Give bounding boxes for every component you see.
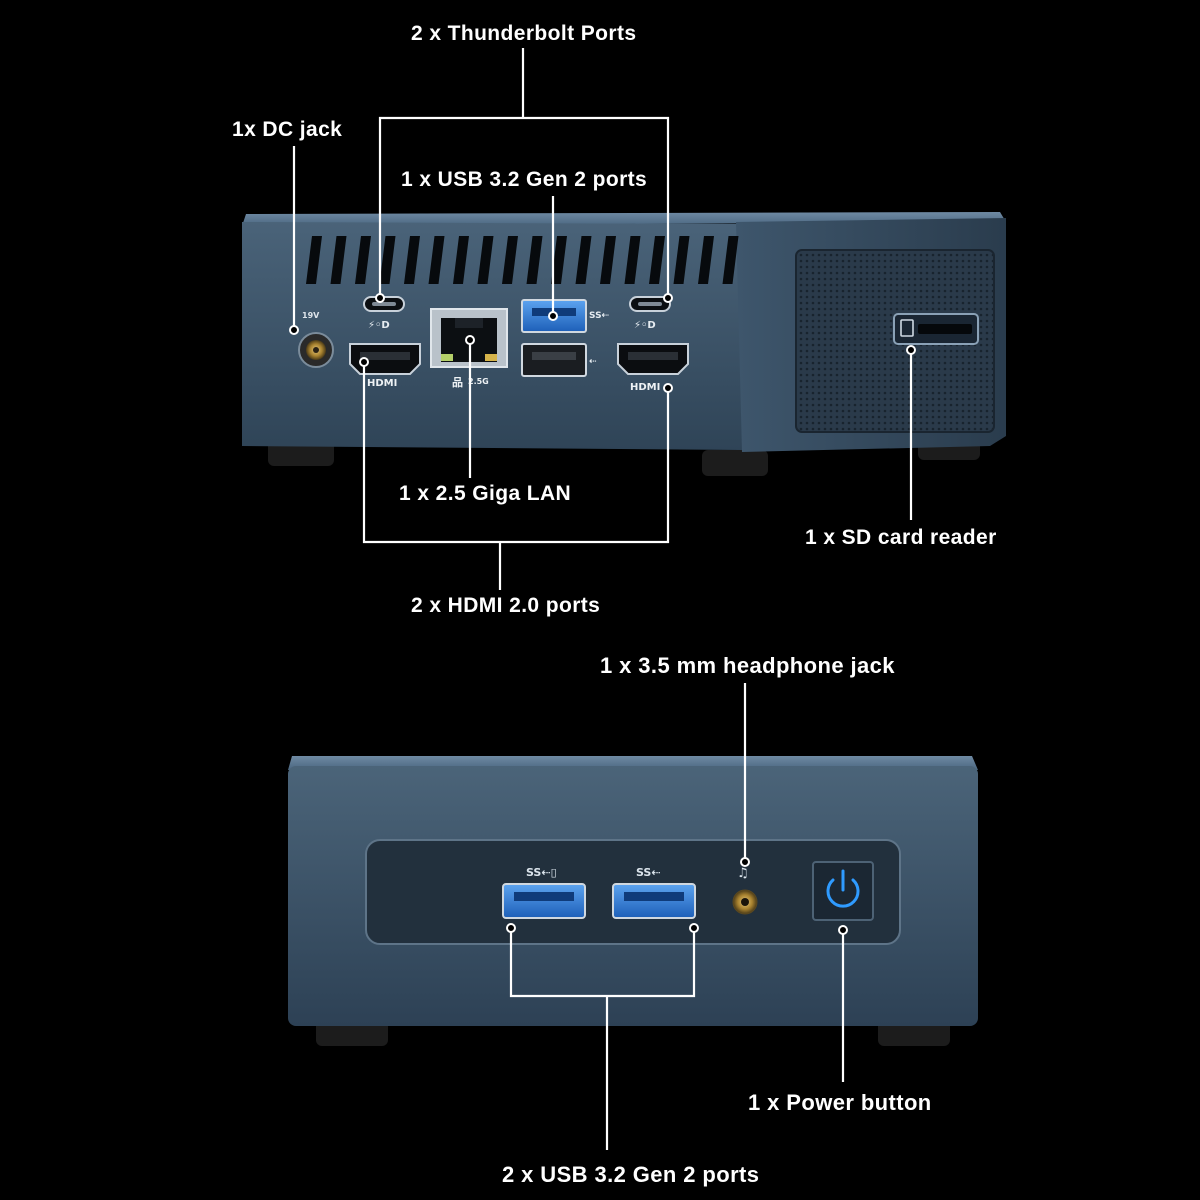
usb-a-port-icon[interactable]: SS⇠	[612, 866, 696, 919]
vent-slot	[355, 236, 371, 284]
lan-speed-marking: 2.5G	[468, 377, 489, 386]
svg-text:♫: ♫	[737, 866, 749, 881]
svg-text:SS⇠▯: SS⇠▯	[526, 866, 557, 879]
vent-slot	[502, 236, 518, 284]
vent-slot	[575, 236, 592, 284]
vent-slot	[649, 236, 665, 284]
svg-text:品: 品	[452, 376, 463, 389]
power-label: 1 x Power button	[748, 1090, 932, 1115]
hdmi-right-marking: HDMI	[630, 382, 660, 393]
headphone-icon[interactable]: ♫	[732, 866, 758, 915]
front-foot	[878, 1020, 950, 1046]
power-icon[interactable]	[812, 861, 874, 921]
vent-slot	[698, 236, 714, 284]
vent-slot	[379, 236, 396, 284]
sd-reader-label: 1 x SD card reader	[805, 526, 997, 549]
svg-text:⇠: ⇠	[589, 357, 597, 367]
callout-lines	[292, 48, 913, 1150]
dc-jack-label: 1x DC jack	[232, 118, 343, 141]
vent-slot	[477, 236, 494, 284]
vent-slot	[428, 236, 445, 284]
hdmi-left-marking: HDMI	[367, 378, 397, 389]
svg-text:SS⇠: SS⇠	[589, 311, 609, 321]
front-mini-pc: SS⇠▯ SS⇠ ♫	[288, 756, 978, 1046]
vent-slot	[526, 236, 543, 284]
callout-dots	[289, 293, 916, 935]
vent-slot	[404, 236, 420, 284]
hdmi-port-icon[interactable]	[617, 343, 689, 375]
thunderbolt-port-icon[interactable]: ⚡◦D	[363, 296, 405, 331]
headphone-label: 1 x 3.5 mm headphone jack	[600, 653, 895, 678]
usb-front-label: 2 x USB 3.2 Gen 2 ports	[502, 1162, 760, 1187]
lan-label: 1 x 2.5 Giga LAN	[399, 482, 572, 505]
front-foot	[316, 1020, 388, 1046]
usb-a-port-icon[interactable]: SS⇠▯	[502, 866, 586, 919]
vent-slot	[306, 236, 322, 284]
vent-slot	[722, 236, 739, 284]
thunderbolt-label: 2 x Thunderbolt Ports	[411, 22, 637, 45]
svg-text:SS⇠: SS⇠	[636, 866, 661, 879]
hdmi-port-icon[interactable]	[349, 343, 421, 375]
rear-vent-grille	[306, 236, 739, 284]
vent-slot	[673, 236, 690, 284]
usb-rear-label: 1 x USB 3.2 Gen 2 ports	[401, 168, 648, 191]
svg-text:⚡◦D: ⚡◦D	[368, 320, 390, 331]
vent-slot	[600, 236, 616, 284]
vent-slot	[551, 236, 567, 284]
sd-card-slot-icon[interactable]	[893, 313, 979, 345]
hdmi-label: 2 x HDMI 2.0 ports	[411, 594, 601, 617]
rear-mini-pc: 19V ⚡◦D HDMI 品 2.5G SS⇠	[242, 212, 1006, 476]
svg-text:⚡◦D: ⚡◦D	[634, 320, 656, 331]
thunderbolt-port-icon[interactable]: ⚡◦D	[629, 296, 671, 331]
rear-foot	[702, 450, 768, 476]
vent-slot	[330, 236, 347, 284]
usb-a-port-icon[interactable]: ⇠	[521, 343, 597, 377]
vent-slot	[624, 236, 641, 284]
vent-slot	[453, 236, 469, 284]
dc-rating-marking: 19V	[302, 311, 320, 320]
dc-jack-icon[interactable]	[298, 332, 334, 368]
